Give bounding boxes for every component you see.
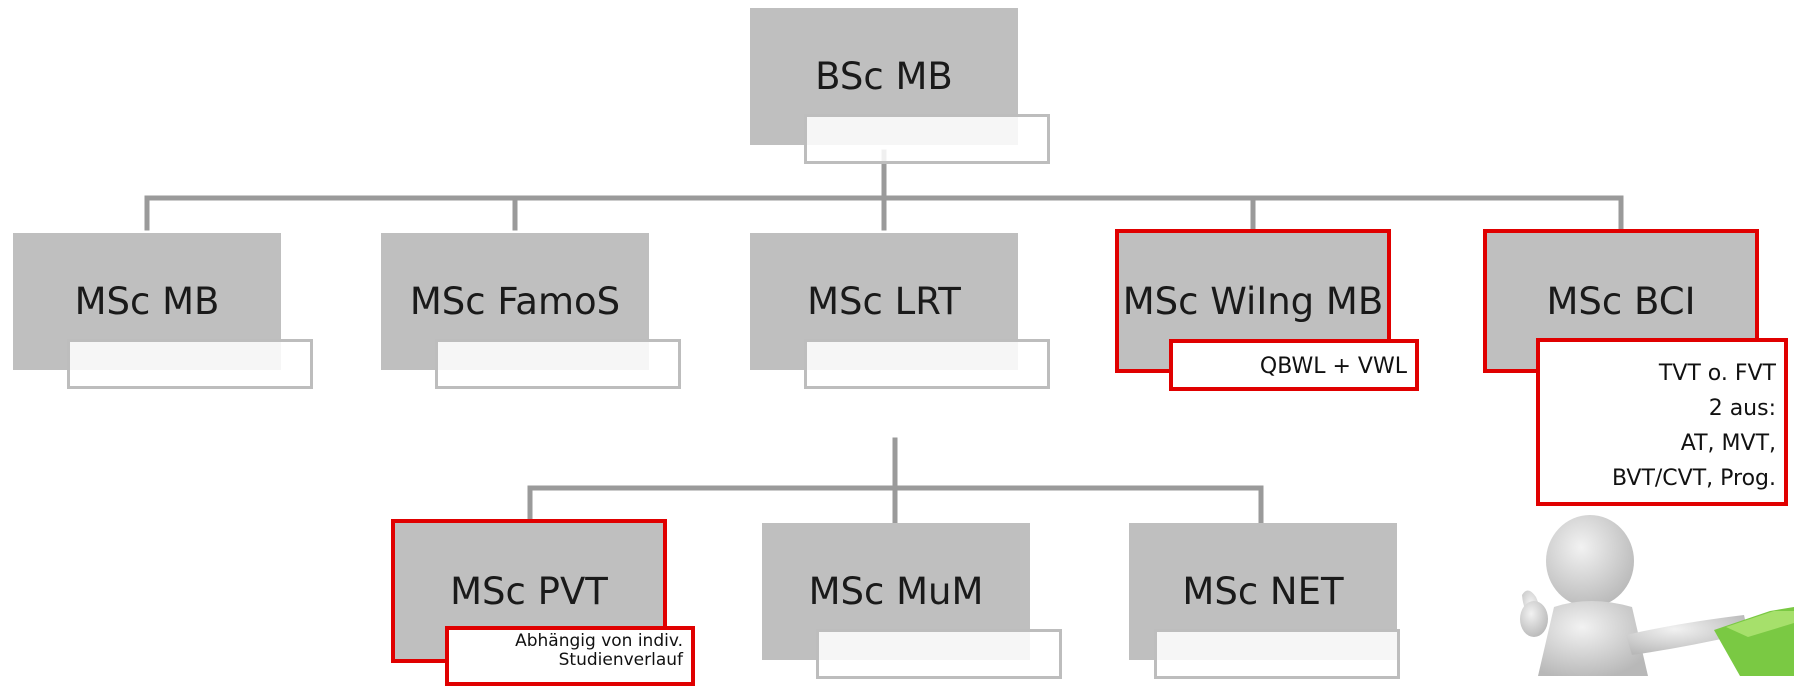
node-msc-pvt-label: MSc PVT (450, 569, 608, 613)
node-msc-mb[interactable]: MSc MB (13, 233, 281, 370)
node-msc-net-subbox (1154, 629, 1400, 679)
node-msc-net-label: MSc NET (1182, 570, 1344, 613)
node-msc-lrt-label: MSc LRT (807, 280, 961, 323)
note-line: AT, MVT, (1680, 431, 1776, 456)
node-bsc-mb-label: BSc MB (815, 55, 953, 98)
thumbs-up-figure-icon (1520, 515, 1794, 676)
node-msc-wiing-mb-label: MSc WiIng MB (1122, 279, 1384, 323)
node-msc-mb-subbox (67, 339, 313, 389)
node-msc-wiing-mb-note: QBWL + VWL (1169, 339, 1419, 391)
node-msc-mum-label: MSc MuM (808, 570, 984, 613)
node-bsc-mb-subbox (804, 114, 1050, 164)
note-line: TVT o. FVT (1658, 361, 1776, 386)
node-msc-lrt-subbox (804, 339, 1050, 389)
note-line: Abhängig von indiv. (515, 631, 683, 651)
node-msc-bci-label: MSc BCI (1546, 279, 1696, 323)
note-line: Studienverlauf (558, 650, 683, 670)
note-line: 2 aus: (1708, 396, 1776, 421)
node-msc-mum-subbox (816, 629, 1062, 679)
node-msc-famos-subbox (435, 339, 681, 389)
node-msc-mb-label: MSc MB (74, 280, 220, 323)
node-msc-pvt-note: Abhängig von indiv. Studienverlauf (445, 626, 695, 686)
note-line: BVT/CVT, Prog. (1611, 466, 1776, 491)
note-line: QBWL + VWL (1259, 354, 1407, 379)
node-msc-bci-note: TVT o. FVT 2 aus: AT, MVT, BVT/CVT, Prog… (1536, 338, 1788, 506)
node-msc-famos-label: MSc FamoS (409, 280, 621, 323)
